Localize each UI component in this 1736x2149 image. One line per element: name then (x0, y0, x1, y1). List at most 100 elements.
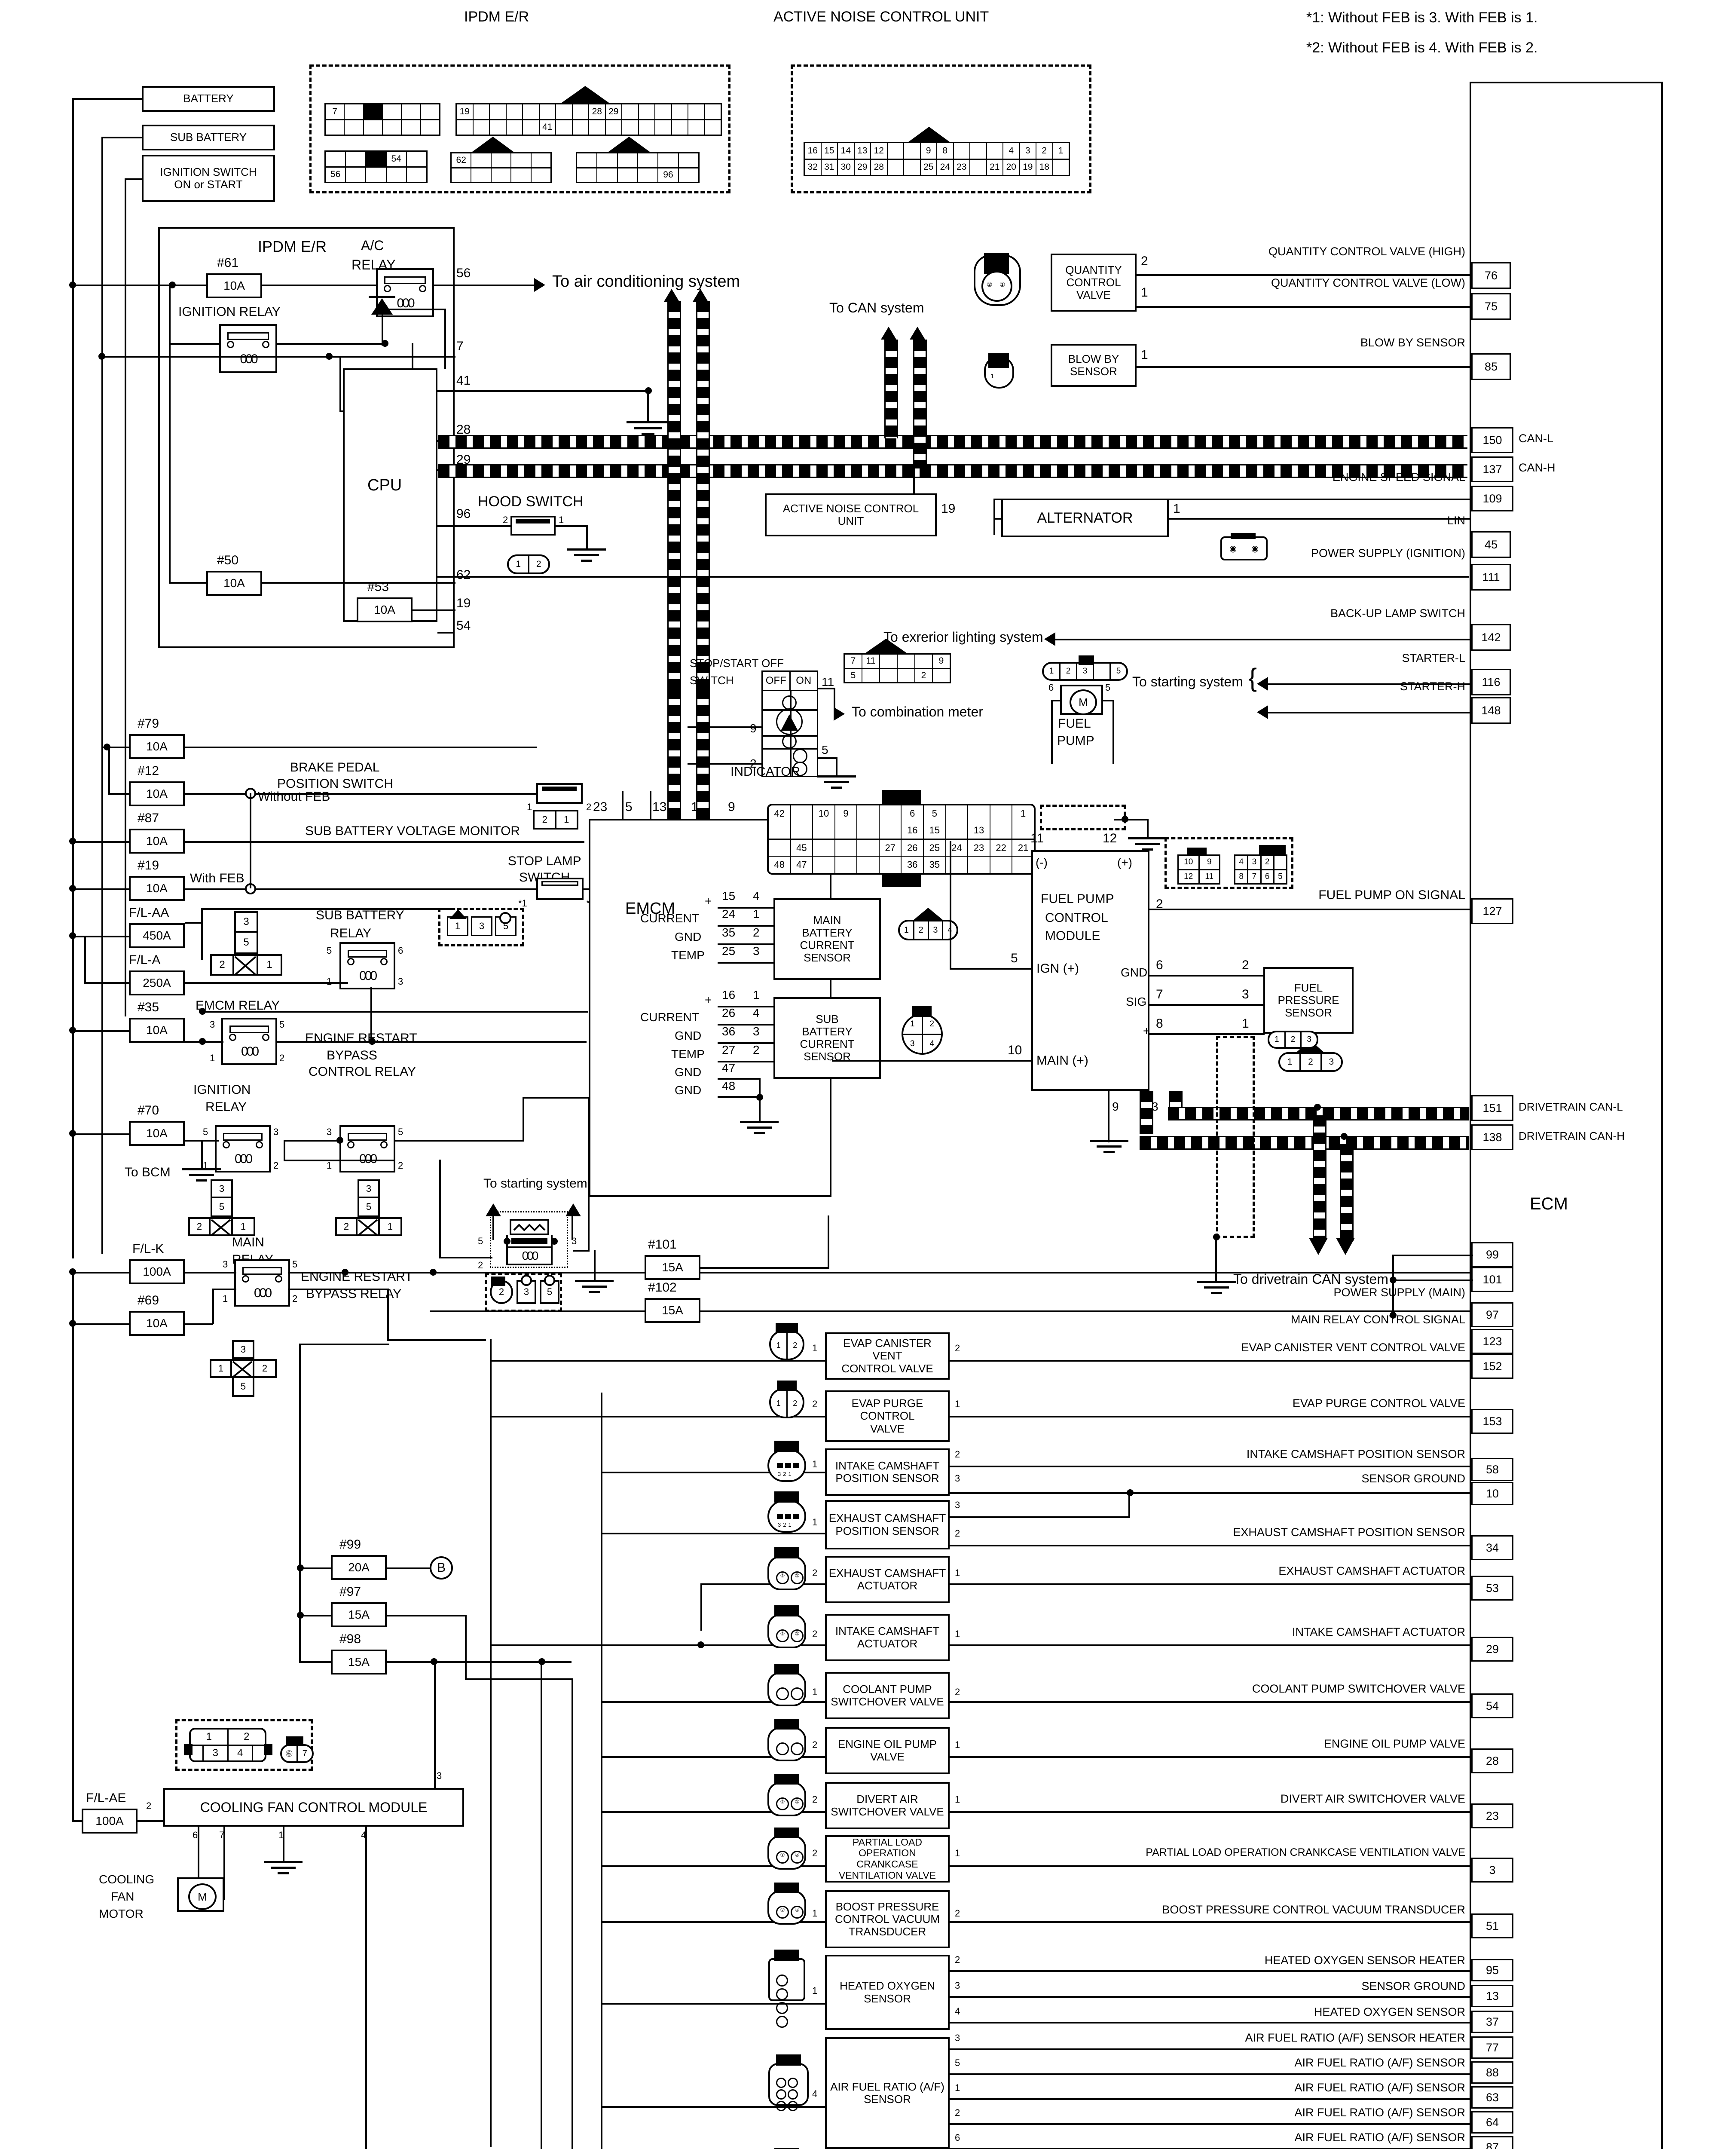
to-starting-system-label-2: To starting system (483, 1176, 587, 1191)
footnote-2: *2: Without FEB is 4. With FEB is 2. (1306, 40, 1538, 56)
mbcs-pin-4: 4 (753, 889, 760, 903)
fuse-53-id: #53 (367, 580, 389, 594)
footnote-1: *1: Without FEB is 3. With FEB is 1. (1306, 9, 1538, 26)
fuse-fl-aa-amp: 450A (143, 929, 171, 942)
ecm-pin-51: 51 (1471, 1913, 1513, 1938)
wire (1215, 1237, 1217, 1282)
relay-pin-5: 5 (232, 1378, 254, 1397)
component-pin-left: 1 (812, 1459, 818, 1469)
wire (950, 1360, 1472, 1362)
wire (1051, 700, 1062, 701)
wire (185, 888, 245, 890)
conn-cell: 62 (452, 153, 472, 167)
component-box: EXHAUST CAMSHAFT POSITION SENSOR (825, 1500, 950, 1549)
ecm-signal-label: STARTER-H (1400, 680, 1465, 693)
emcm-ms-pin-24: 24 (722, 907, 736, 921)
component-connector-icon (767, 1672, 806, 1706)
wire (430, 1310, 645, 1312)
relay-pole (347, 1141, 355, 1148)
component-label-2: CRANKCASE VENTILATION VALVE (838, 1858, 936, 1881)
relay-contact-bar (511, 1238, 547, 1244)
wire (950, 841, 951, 968)
relay-pin-2: 2 (210, 954, 234, 976)
conn-cell (402, 120, 421, 135)
wire (201, 908, 455, 910)
wire (185, 982, 348, 984)
hood-switch-symbol (510, 516, 556, 536)
fuse-12-amp: 10A (146, 787, 168, 800)
emcm-ss-pin-26: 26 (722, 1006, 736, 1019)
wire (950, 2073, 1472, 2075)
fuse-98: 15A (331, 1650, 387, 1675)
switch-divider (790, 691, 792, 777)
relay-coil: 000 (506, 1248, 553, 1265)
conn-cell (253, 1746, 265, 1761)
conn-cell: 1 (509, 556, 529, 572)
component-pin-right: 2 (955, 1449, 960, 1460)
fpcm-plus-label-2: + (1143, 1024, 1150, 1038)
component-pin-5: 5 (955, 2057, 960, 2068)
ecm-pin-111: 111 (1471, 564, 1511, 591)
conn-cell (622, 120, 639, 135)
conn-cell (345, 104, 364, 119)
wire (412, 343, 413, 369)
arrow-up-icon (565, 1203, 581, 1216)
fuel-pump-pin-6: 6 (1048, 682, 1054, 693)
ignition-relay-2: 000 (215, 1125, 271, 1172)
fps-label-1: FUEL (1294, 981, 1323, 994)
conn-cell (346, 152, 367, 166)
hood-switch-connector: 1 2 (507, 554, 550, 574)
wire (700, 1310, 1472, 1312)
drivetrain-can-down-2 (1340, 1144, 1354, 1241)
wire (818, 688, 835, 689)
ignition-switch-box: IGNITION SWITCH ON or START (142, 155, 275, 202)
relay-pole (229, 1034, 236, 1041)
wire (212, 1289, 236, 1290)
conn-cell (904, 159, 921, 175)
conn-cell (813, 840, 835, 857)
conn-cell (672, 104, 688, 119)
cfcm-pin-1: 1 (278, 1830, 284, 1840)
sbcs-label-3: CURRENT (800, 1038, 855, 1050)
emcm-relay: 000 (221, 1018, 277, 1065)
ecm-pin-95: 95 (1471, 1959, 1513, 1981)
relay-coil: 000 (241, 1044, 259, 1059)
conn-cell (383, 120, 402, 135)
wire (370, 987, 372, 1041)
component-label-1: COOLANT PUMP (843, 1682, 932, 1696)
connector-tab (559, 86, 612, 105)
connector-tab (774, 1950, 799, 1961)
wire (950, 2022, 1472, 2023)
wire (339, 356, 341, 412)
wire (718, 1078, 761, 1080)
emcm-top-pin-23: 23 (593, 800, 608, 814)
component-label-2: ACTUATOR (857, 1637, 918, 1650)
conn-cell (769, 840, 791, 857)
ecm-signal-label: BOOST PRESSURE CONTROL VACUUM TRANSDUCER (1162, 1903, 1465, 1916)
wire (541, 1661, 542, 2149)
wire (1113, 700, 1114, 764)
ecm-pin-76: 76 (1471, 262, 1511, 289)
ecm-signal-label: SENSOR GROUND (1361, 1980, 1465, 1993)
stop-start-switch-header: OFF ON (761, 670, 818, 691)
badge-b: B (430, 1556, 453, 1580)
connector-round-icon (544, 1275, 555, 1286)
wire (262, 582, 455, 584)
conn-cell (407, 152, 426, 166)
component-label-1: EXHAUST CAMSHAFT (828, 1512, 946, 1525)
conn-cell (705, 104, 721, 119)
component-pin-right: 1 (955, 1399, 960, 1409)
conn-cell (857, 857, 880, 873)
junction-dot (199, 1038, 206, 1045)
stop-lamp-connector-group (438, 908, 524, 946)
conn-cell (383, 104, 402, 119)
wire (490, 1416, 826, 1417)
conn-cell: 3 (202, 1745, 229, 1760)
wire (601, 2106, 826, 2108)
wire (201, 1140, 203, 1168)
fpcm-connector-a: 10 9 12 11 (1177, 854, 1220, 885)
conn-cell: 1 (1280, 1054, 1301, 1070)
ecm-pin-58: 58 (1471, 1458, 1513, 1481)
fuse-99: 20A (331, 1555, 387, 1580)
ipdm-connector-5: 96 (576, 152, 700, 183)
